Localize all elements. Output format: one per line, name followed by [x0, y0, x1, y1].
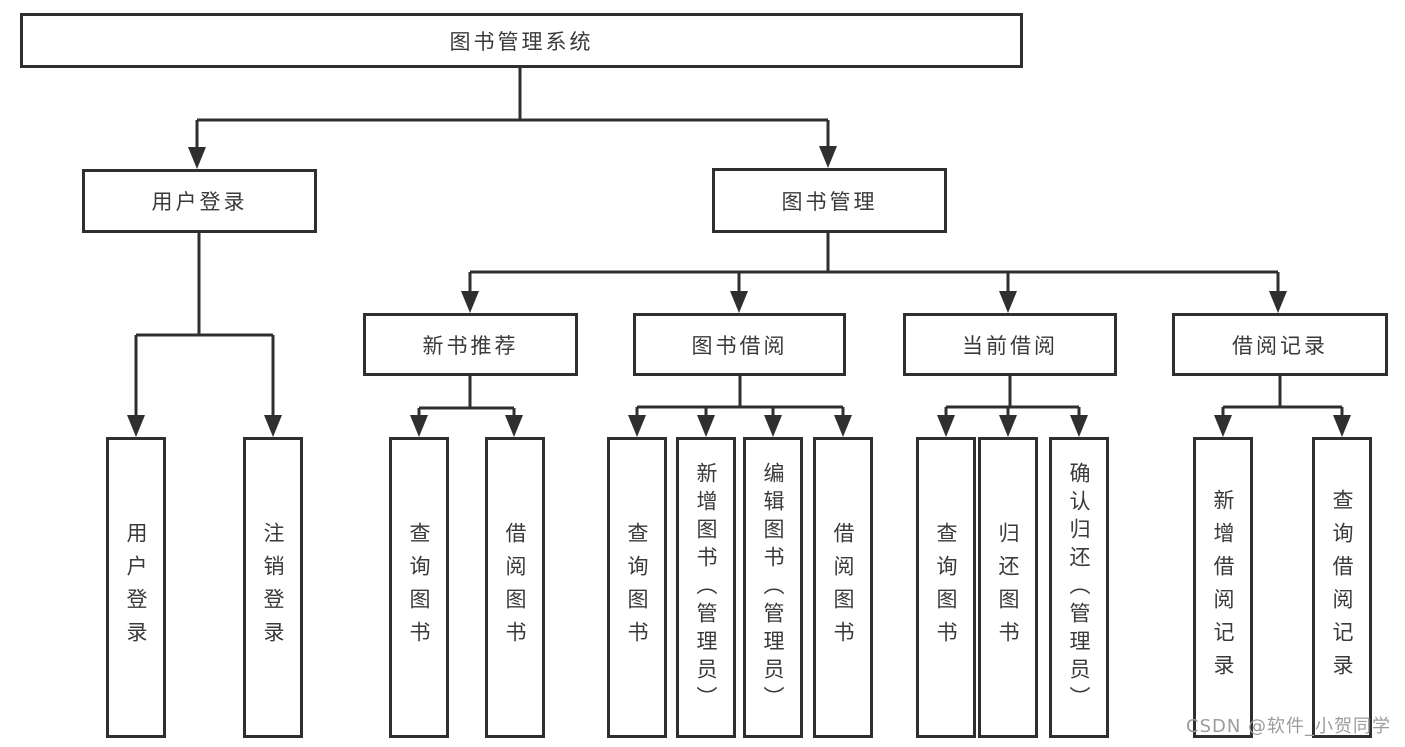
node-root-label: 图书管理系统	[449, 29, 594, 54]
leaf-nb-query-book: 查询图书	[389, 437, 449, 738]
node-root: 图书管理系统	[20, 13, 1023, 68]
leaf-br-add-record: 新增借阅记录	[1193, 437, 1253, 738]
connector-borrow-record-children	[1214, 376, 1351, 437]
leaf-bb-edit-book-admin-label: 编辑图书（管理员）	[761, 461, 786, 714]
node-current-borrow-label: 当前借阅	[962, 333, 1058, 358]
leaf-cb-query-book: 查询图书	[916, 437, 976, 738]
leaf-user-login-label: 用户登录	[124, 521, 149, 654]
connector-new-book-recommend-children	[410, 376, 523, 437]
node-new-book-recommend: 新书推荐	[363, 313, 578, 376]
node-new-book-recommend-label: 新书推荐	[422, 333, 519, 358]
node-book-borrow-label: 图书借阅	[691, 333, 788, 358]
leaf-br-add-record-label: 新增借阅记录	[1211, 488, 1236, 687]
leaf-user-login: 用户登录	[106, 437, 166, 738]
node-borrow-record-label: 借阅记录	[1232, 333, 1328, 358]
leaf-cb-confirm-return-admin-label: 确认归还（管理员）	[1067, 461, 1092, 714]
leaf-bb-query-book: 查询图书	[607, 437, 667, 738]
leaf-logout-login: 注销登录	[243, 437, 303, 738]
leaf-bb-borrow-book: 借阅图书	[813, 437, 873, 738]
connector-user-login-children	[127, 233, 282, 437]
leaf-bb-add-book-admin-label: 新增图书（管理员）	[694, 461, 719, 714]
node-borrow-record: 借阅记录	[1172, 313, 1388, 376]
csdn-watermark: CSDN @软件_小贺同学	[1186, 716, 1392, 737]
node-current-borrow: 当前借阅	[903, 313, 1117, 376]
leaf-cb-confirm-return-admin: 确认归还（管理员）	[1049, 437, 1109, 738]
connector-root-to-level2	[188, 68, 837, 169]
node-book-management: 图书管理	[712, 168, 947, 233]
leaf-cb-return-book-label: 归还图书	[996, 521, 1021, 654]
leaf-br-query-record: 查询借阅记录	[1312, 437, 1372, 738]
node-book-borrow: 图书借阅	[633, 313, 846, 376]
leaf-nb-borrow-book-label: 借阅图书	[503, 521, 528, 654]
leaf-nb-query-book-label: 查询图书	[407, 521, 432, 654]
connector-book-borrow-children	[628, 376, 852, 437]
node-user-login-label: 用户登录	[151, 190, 248, 214]
node-user-login: 用户登录	[82, 169, 317, 233]
leaf-bb-query-book-label: 查询图书	[625, 521, 650, 654]
leaf-bb-add-book-admin: 新增图书（管理员）	[676, 437, 736, 738]
leaf-logout-login-label: 注销登录	[261, 521, 286, 654]
node-book-management-label: 图书管理	[781, 189, 878, 214]
leaf-cb-return-book: 归还图书	[978, 437, 1038, 738]
leaf-bb-edit-book-admin: 编辑图书（管理员）	[743, 437, 803, 738]
connector-current-borrow-children	[937, 376, 1088, 437]
connector-book-management-children	[461, 233, 1287, 313]
leaf-bb-borrow-book-label: 借阅图书	[831, 521, 856, 654]
leaf-cb-query-book-label: 查询图书	[934, 521, 959, 654]
leaf-nb-borrow-book: 借阅图书	[485, 437, 545, 738]
leaf-br-query-record-label: 查询借阅记录	[1330, 488, 1355, 687]
